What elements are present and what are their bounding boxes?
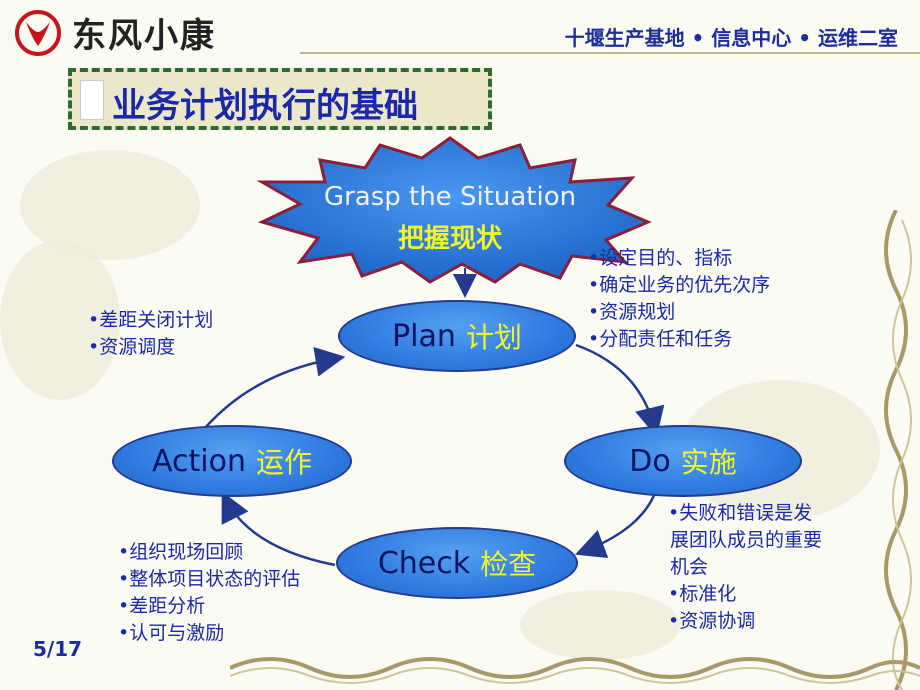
plan-note: •设定目的、指标 bbox=[588, 247, 733, 269]
situation-burst bbox=[256, 136, 652, 284]
title-accent-bar bbox=[80, 80, 104, 120]
plan-note: •分配责任和任务 bbox=[588, 328, 733, 350]
situation-label-en: Grasp the Situation bbox=[323, 182, 577, 212]
check-node: Check 检查 bbox=[336, 527, 578, 599]
do-note: 展团队成员的重要 bbox=[670, 529, 823, 551]
action-label-en: Action bbox=[152, 443, 246, 479]
decorative-border-bottom bbox=[230, 657, 920, 684]
do-note: •资源协调 bbox=[668, 610, 756, 632]
situation-label: Grasp the Situation 把握现状 bbox=[300, 182, 600, 255]
plan-node: Plan 计划 bbox=[338, 300, 576, 372]
action-node: Action 运作 bbox=[112, 425, 352, 497]
plan-note: •资源规划 bbox=[588, 301, 676, 323]
plan-label-zh: 计划 bbox=[465, 321, 522, 354]
dongfeng-logo-icon bbox=[15, 9, 61, 56]
do-notes: •失败和错误是发 展团队成员的重要 机会 •标准化 •资源协调 bbox=[668, 500, 822, 635]
check-note: •差距分析 bbox=[118, 595, 206, 617]
do-label-en: Do bbox=[629, 443, 671, 479]
background-leaf bbox=[0, 240, 120, 400]
background-leaf bbox=[520, 590, 680, 660]
check-note: •认可与激励 bbox=[118, 622, 225, 644]
check-notes: •组织现场回顾 •整体项目状态的评估 •差距分析 •认可与激励 bbox=[118, 539, 300, 647]
do-note: •标准化 bbox=[668, 583, 737, 605]
arrow-do-to-check bbox=[574, 492, 657, 559]
do-node: Do 实施 bbox=[564, 425, 802, 497]
arrow-action-to-plan bbox=[204, 346, 346, 429]
do-label-zh: 实施 bbox=[680, 446, 737, 479]
check-label-zh: 检查 bbox=[480, 548, 537, 581]
arrow-check-to-action bbox=[221, 491, 336, 567]
check-label-en: Check bbox=[377, 545, 471, 581]
page-number: 5/17 bbox=[33, 637, 83, 661]
header-divider bbox=[300, 52, 920, 54]
do-note: •失败和错误是发 bbox=[668, 502, 813, 524]
slide-title-box: 业务计划执行的基础 bbox=[68, 68, 492, 130]
slide-header: 东风小康 十堰生产基地 • 信息中心 • 运维二室 bbox=[0, 0, 920, 62]
decorative-border-right bbox=[884, 210, 912, 690]
company-logo: 东风小康 bbox=[12, 8, 216, 57]
logo-text: 东风小康 bbox=[72, 16, 216, 56]
situation-label-zh: 把握现状 bbox=[397, 224, 502, 254]
check-note: •整体项目状态的评估 bbox=[118, 568, 301, 590]
check-note: •组织现场回顾 bbox=[118, 541, 244, 563]
action-notes: •差距关闭计划 •资源调度 bbox=[88, 307, 213, 361]
action-label-zh: 运作 bbox=[255, 446, 312, 479]
action-note: •差距关闭计划 bbox=[88, 309, 214, 331]
plan-note: •确定业务的优先次序 bbox=[588, 274, 771, 296]
slide-title: 业务计划执行的基础 bbox=[112, 86, 418, 126]
plan-label-en: Plan bbox=[392, 318, 456, 354]
organization-label: 十堰生产基地 • 信息中心 • 运维二室 bbox=[564, 26, 898, 50]
plan-notes: •设定目的、指标 •确定业务的优先次序 •资源规划 •分配责任和任务 bbox=[588, 245, 770, 353]
action-note: •资源调度 bbox=[88, 336, 176, 358]
do-note: 机会 bbox=[670, 556, 709, 578]
arrow-plan-to-do bbox=[575, 343, 665, 438]
